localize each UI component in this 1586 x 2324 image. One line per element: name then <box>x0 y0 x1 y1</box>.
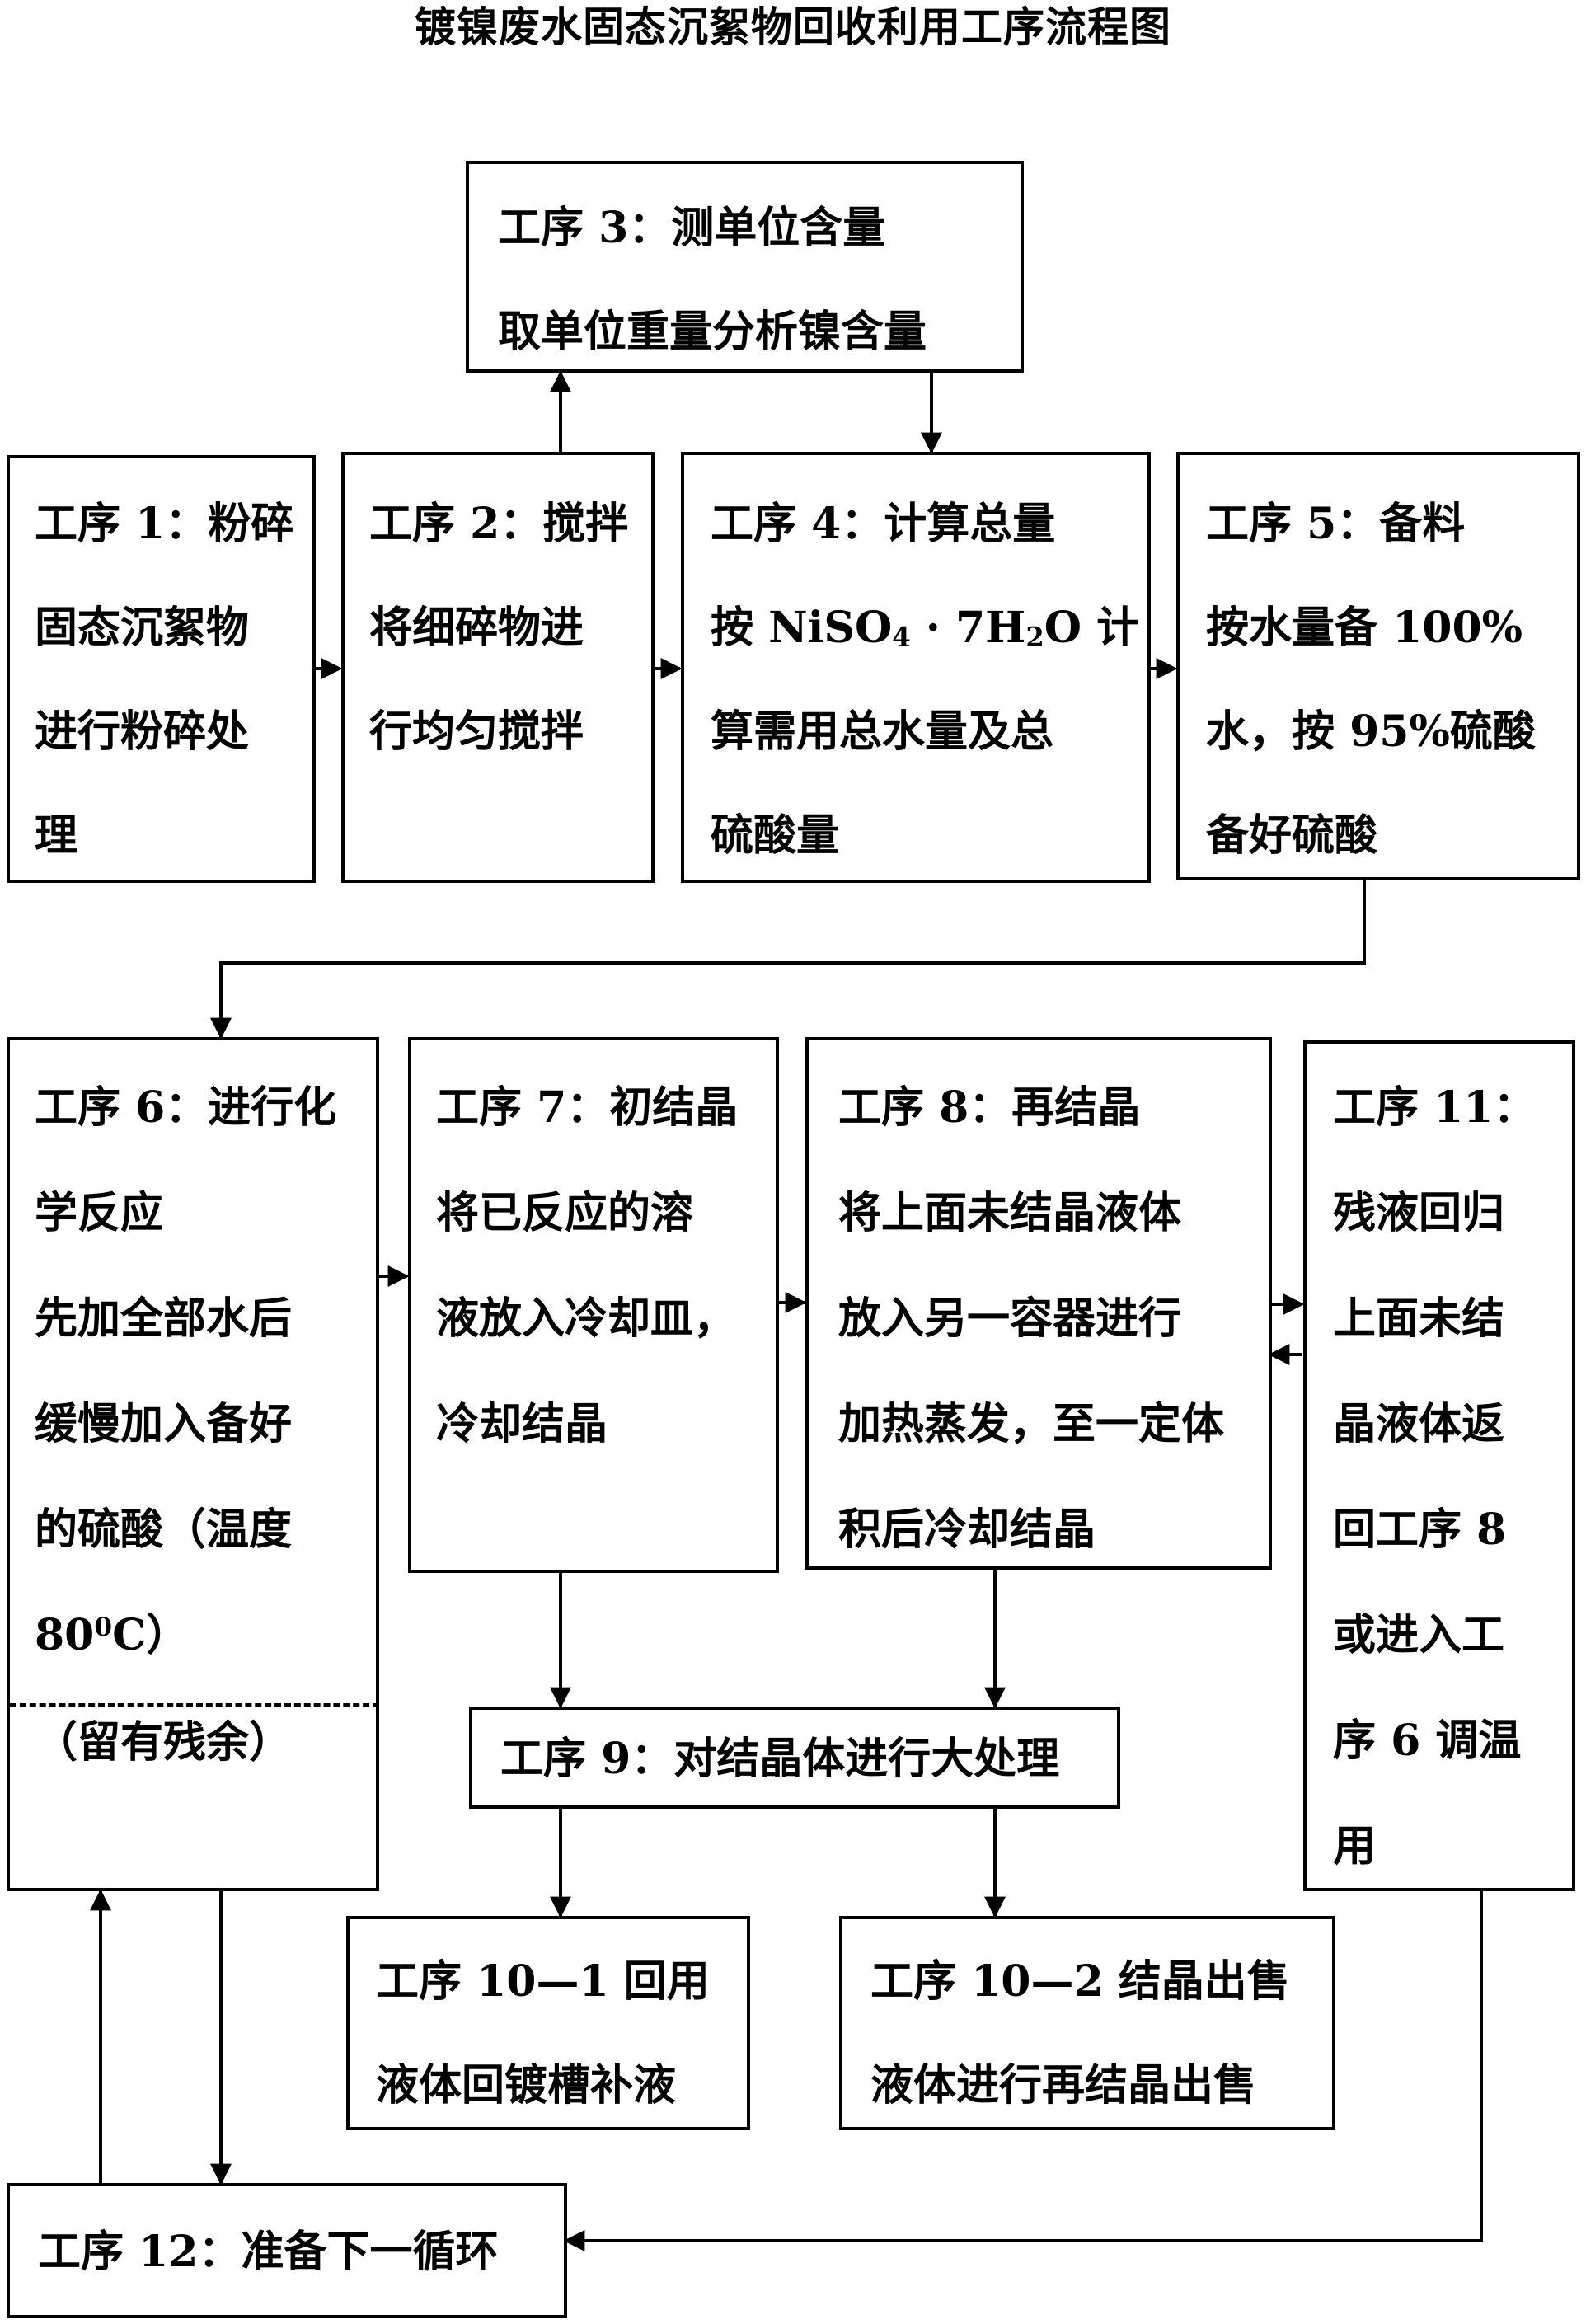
step-7-line-2: 液放入冷却皿， <box>436 1293 737 1344</box>
step-4-formula-post: O 计 <box>1044 603 1140 653</box>
step-12-label: 工序 12：准备下一循环 <box>38 2227 499 2277</box>
step-1-line-2: 进行粉碎处 <box>35 707 250 757</box>
step-11-label: 工序 11： <box>1333 1082 1537 1133</box>
step-7-line-1: 将已反应的溶 <box>436 1188 694 1238</box>
step-4-label: 工序 4：计算总量 <box>711 499 1056 549</box>
step-1-line-3: 理 <box>35 810 78 861</box>
step-8-line-1: 将上面未结晶液体 <box>838 1188 1182 1238</box>
step-5-box: 工序 5：备料 按水量备 100% 水，按 95%硫酸 备好硫酸 <box>1176 452 1580 880</box>
step-11-line-4: 回工序 8 <box>1333 1505 1507 1555</box>
step-4-formula-sub-1: 4 <box>892 621 911 653</box>
step-10-1-line-1: 液体回镀槽补液 <box>376 2060 677 2110</box>
step-11-line-2: 上面未结 <box>1333 1293 1505 1344</box>
step-11-line-7: 用 <box>1333 1821 1377 1871</box>
step-6-temperature: 800C） <box>35 1611 189 1660</box>
arrow-s11-s12 <box>563 1891 1483 2251</box>
step-6-temp-num: 80 <box>35 1610 95 1660</box>
step-1-box: 工序 1：粉碎 固态沉絮物 进行粉碎处 理 <box>7 455 316 883</box>
step-10-1-box: 工序 10—1 回用 液体回镀槽补液 <box>346 1916 750 2130</box>
step-9-box: 工序 9：对结晶体进行大处理 <box>469 1707 1120 1809</box>
step-10-2-line-1: 液体进行再结晶出售 <box>870 2060 1257 2110</box>
step-8-line-3: 加热蒸发，至一定体 <box>838 1399 1225 1449</box>
step-10-2-box: 工序 10—2 结晶出售 液体进行再结晶出售 <box>839 1916 1335 2130</box>
step-10-1-label: 工序 10—1 回用 <box>376 1956 710 2007</box>
step-5-line-1: 按水量备 100% <box>1206 603 1523 653</box>
step-4-box: 工序 4：计算总量 按 NiSO4 · 7H2O 计 算需用总水量及总 硫酸量 <box>681 452 1151 883</box>
step-6-note: （留有残余） <box>35 1717 293 1768</box>
step-11-box: 工序 11： 残液回归 上面未结 晶液体返 回工序 8 或进入工 序 6 调温 … <box>1303 1040 1575 1891</box>
step-10-2-label: 工序 10—2 结晶出售 <box>870 1956 1290 2007</box>
step-6-temp-unit: C） <box>112 1610 190 1660</box>
step-2-line-1: 将细碎物进 <box>369 603 584 653</box>
step-3-label: 工序 3：测单位含量 <box>498 203 886 253</box>
step-6-residue-divider <box>10 1703 379 1707</box>
step-6-box: 工序 6：进行化 学反应 先加全部水后 缓慢加入备好 的硫酸（温度 800C） … <box>7 1037 379 1891</box>
step-11-line-6: 序 6 调温 <box>1333 1716 1522 1766</box>
step-12-box: 工序 12：准备下一循环 <box>7 2183 567 2318</box>
step-6-label: 工序 6：进行化 <box>35 1082 337 1133</box>
step-8-label: 工序 8：再结晶 <box>838 1082 1141 1133</box>
step-7-label: 工序 7：初结晶 <box>436 1082 739 1133</box>
step-5-label: 工序 5：备料 <box>1206 499 1466 549</box>
step-4-formula: 按 NiSO4 · 7H2O 计 <box>711 603 1139 653</box>
step-6-line-3: 缓慢加入备好 <box>35 1399 293 1449</box>
step-9-label: 工序 9：对结晶体进行大处理 <box>500 1734 1060 1784</box>
step-1-label: 工序 1：粉碎 <box>35 499 294 549</box>
step-11-line-3: 晶液体返 <box>1333 1399 1505 1449</box>
step-4-formula-pre: 按 NiSO <box>711 603 893 653</box>
step-2-box: 工序 2：搅拌 将细碎物进 行均匀搅拌 <box>341 452 655 883</box>
step-6-temp-sup: 0 <box>94 1612 113 1642</box>
step-7-line-3: 冷却结晶 <box>436 1399 608 1449</box>
step-8-box: 工序 8：再结晶 将上面未结晶液体 放入另一容器进行 加热蒸发，至一定体 积后冷… <box>805 1037 1272 1570</box>
step-4-formula-sub-2: 2 <box>1025 621 1044 653</box>
step-11-line-1: 残液回归 <box>1333 1188 1505 1238</box>
step-4-line-1: 算需用总水量及总 <box>711 707 1054 757</box>
step-6-line-2: 先加全部水后 <box>35 1293 293 1344</box>
step-5-line-3: 备好硫酸 <box>1206 810 1378 861</box>
step-4-line-2: 硫酸量 <box>711 810 840 861</box>
step-6-line-1: 学反应 <box>35 1188 164 1238</box>
step-2-line-2: 行均匀搅拌 <box>369 707 584 757</box>
step-7-box: 工序 7：初结晶 将已反应的溶 液放入冷却皿， 冷却结晶 <box>408 1037 779 1573</box>
step-8-line-2: 放入另一容器进行 <box>838 1293 1182 1344</box>
step-4-formula-mid: · 7H <box>910 603 1026 653</box>
diagram-title: 镀镍废水固态沉絮物回收利用工序流程图 <box>415 2 1171 51</box>
step-6-line-4: 的硫酸（温度 <box>35 1505 293 1555</box>
arrow-s5-s6 <box>210 880 1366 1040</box>
step-2-label: 工序 2：搅拌 <box>369 499 629 549</box>
step-5-line-2: 水，按 95%硫酸 <box>1206 707 1536 757</box>
step-1-line-1: 固态沉絮物 <box>35 603 250 653</box>
step-11-line-5: 或进入工 <box>1333 1610 1505 1660</box>
step-8-line-4: 积后冷却结晶 <box>838 1505 1096 1555</box>
step-3-box: 工序 3：测单位含量 取单位重量分析镍含量 <box>466 161 1024 373</box>
step-3-line-1: 取单位重量分析镍含量 <box>498 307 927 357</box>
